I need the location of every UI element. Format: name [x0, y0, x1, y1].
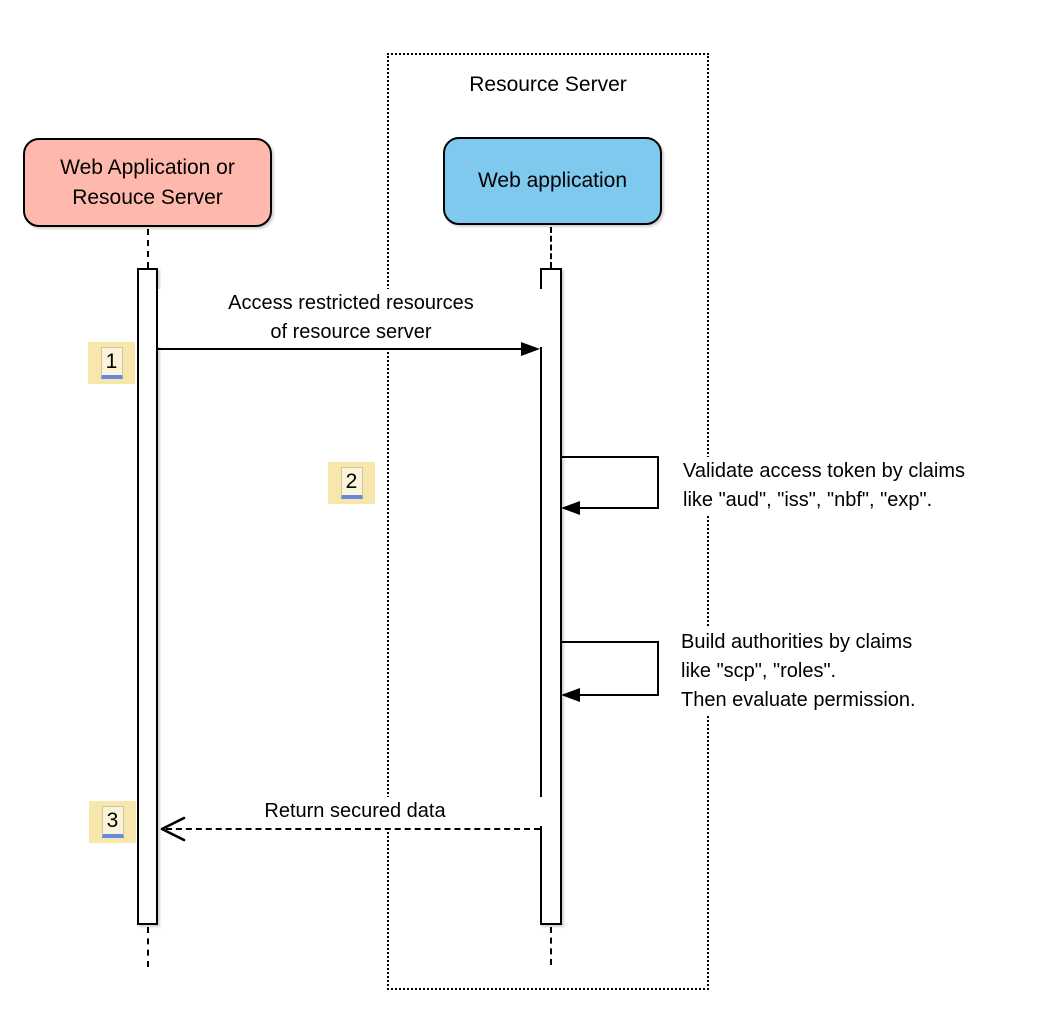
self-message-build-right-line — [657, 641, 659, 696]
build-label-line3: Then evaluate permission. — [681, 689, 916, 711]
sequence-badge-3[interactable]: 3 — [89, 801, 136, 843]
self-message-validate-label: Validate access token by claims like "au… — [681, 457, 967, 515]
message-access-line — [158, 348, 522, 350]
self-message-build-bottom-line — [577, 694, 659, 696]
client-lifeline-bottom — [147, 927, 149, 967]
actor-client-label-line1: Web Application or — [60, 155, 235, 179]
actor-client-label-line2: Resouce Server — [72, 185, 223, 209]
badge-1-number-link[interactable]: 1 — [100, 347, 123, 379]
filled-arrowhead-left-icon — [561, 688, 580, 702]
filled-arrowhead-right-icon — [521, 342, 540, 356]
badge-3-number-link[interactable]: 3 — [101, 806, 124, 838]
webapp-activation-bar — [540, 268, 562, 925]
actor-webapp-box: Web application — [443, 137, 662, 225]
message-access-label-line2: of resource server — [270, 321, 432, 343]
actor-client-box: Web Application or Resouce Server — [23, 138, 272, 227]
validate-label-line2: like "aud", "iss", "nbf", "exp". — [683, 489, 933, 511]
self-message-validate-bottom-line — [577, 507, 659, 509]
self-message-build-label: Build authorities by claims like "scp", … — [679, 628, 918, 715]
badge-2-number-link[interactable]: 2 — [340, 467, 363, 499]
webapp-lifeline-bottom — [550, 927, 552, 965]
boundary-title: Resource Server — [469, 73, 627, 96]
actor-webapp-label: Web application — [477, 169, 628, 192]
actor-client-label: Web Application or Resouce Server — [60, 153, 235, 213]
message-return-line — [166, 828, 540, 830]
self-message-validate-right-line — [657, 456, 659, 509]
self-message-build-top-line — [561, 641, 659, 643]
self-message-validate-top-line — [561, 456, 659, 458]
client-lifeline-top — [147, 229, 149, 268]
message-access-label-line1: Access restricted resources — [228, 292, 474, 314]
validate-label-line1: Validate access token by claims — [683, 460, 965, 482]
sequence-badge-2[interactable]: 2 — [328, 462, 375, 504]
resource-server-boundary — [387, 53, 709, 990]
filled-arrowhead-left-icon — [561, 501, 580, 515]
message-return-label: Return secured data — [166, 797, 544, 826]
webapp-lifeline-top — [550, 227, 552, 268]
build-label-line1: Build authorities by claims — [681, 631, 913, 653]
client-activation-bar — [137, 268, 158, 925]
sequence-badge-1[interactable]: 1 — [88, 342, 135, 384]
open-arrowhead-left-icon — [160, 816, 186, 842]
message-access-label: Access restricted resources of resource … — [158, 289, 544, 347]
build-label-line2: like "scp", "roles". — [681, 660, 837, 682]
